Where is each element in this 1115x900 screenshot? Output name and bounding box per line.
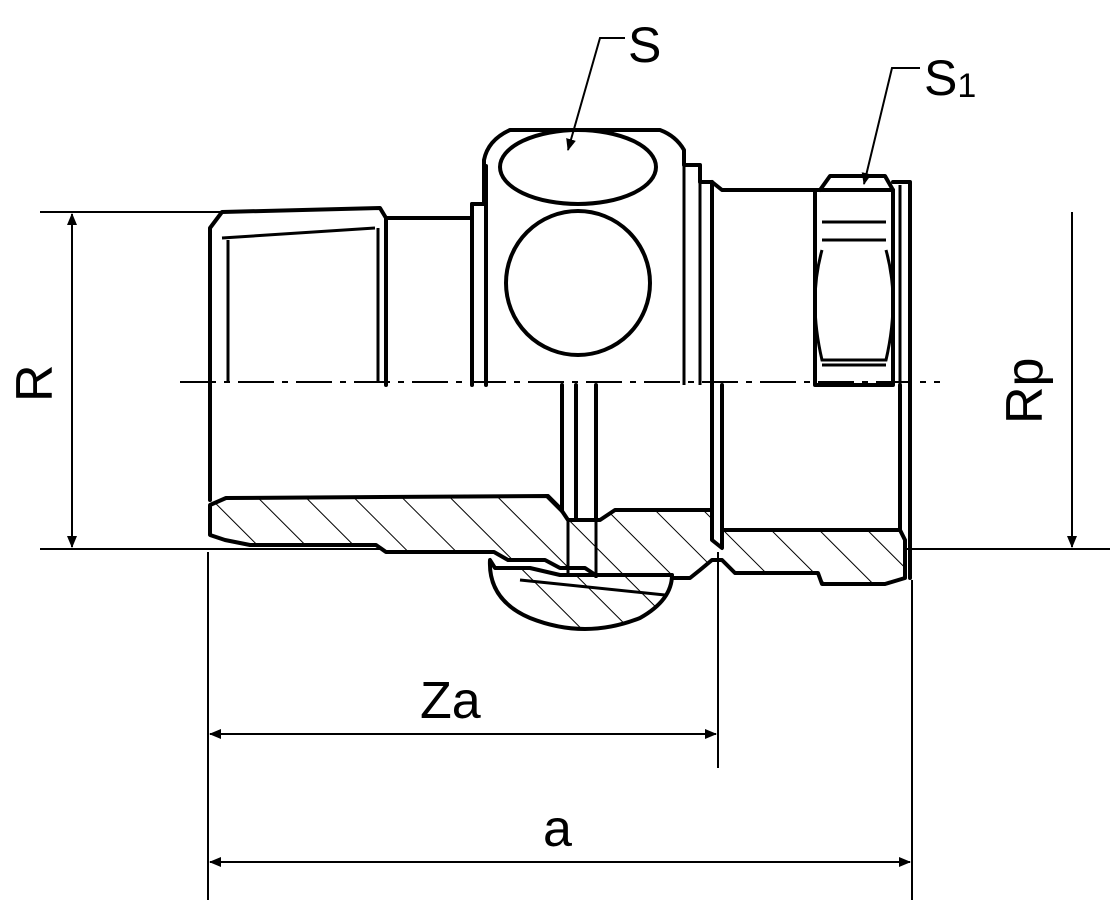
label-s: S	[628, 17, 661, 73]
body-hex-section	[470, 128, 714, 390]
wrench-flat-top	[498, 128, 658, 206]
leader-s	[566, 37, 625, 151]
wrench-flat-side	[504, 209, 652, 357]
dimension-a	[209, 580, 913, 900]
section-cut-hatched	[208, 494, 907, 631]
label-rp: Rp	[996, 358, 1054, 424]
male-thread-section	[208, 202, 474, 387]
dimension-za	[207, 552, 719, 900]
label-s1: S1	[924, 50, 976, 106]
union-nut-section	[710, 174, 912, 580]
label-r: R	[6, 364, 64, 402]
label-a: a	[543, 800, 572, 858]
label-za: Za	[420, 672, 481, 730]
body-lower-outline	[208, 383, 902, 532]
leader-s1	[861, 67, 920, 185]
